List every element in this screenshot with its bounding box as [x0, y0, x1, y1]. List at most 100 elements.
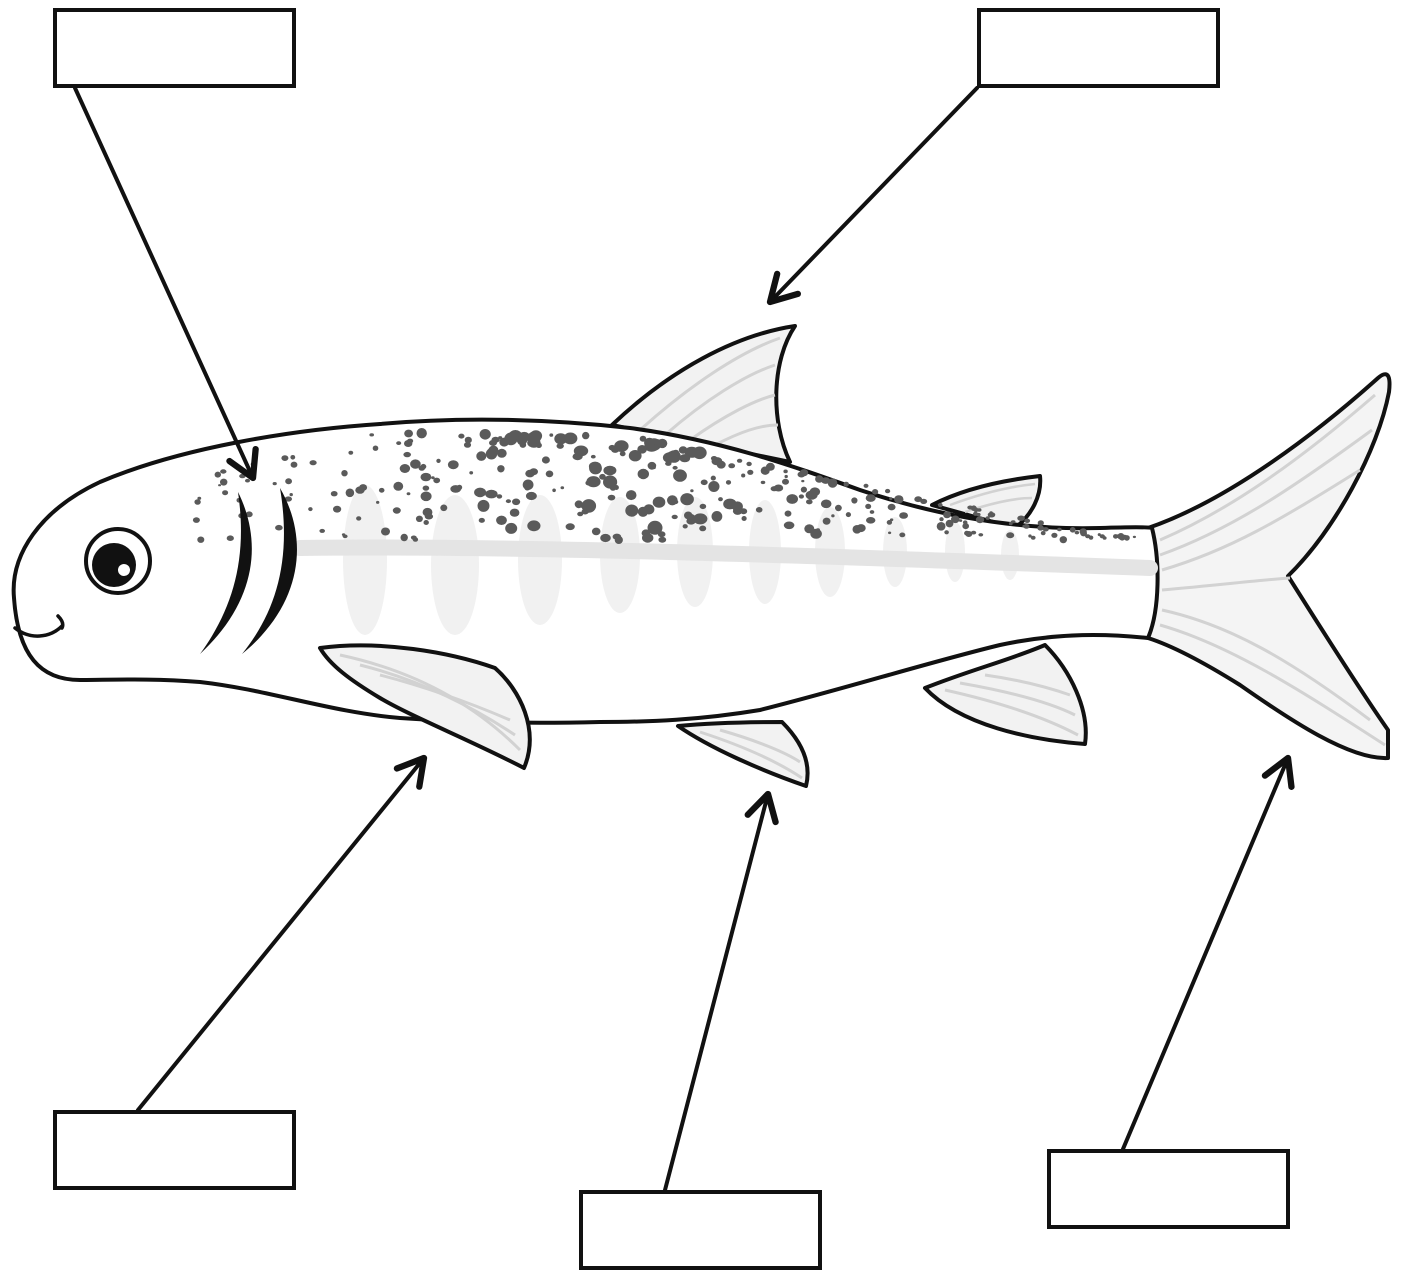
body-spot — [693, 513, 707, 524]
body-spot — [356, 516, 361, 520]
body-spot — [592, 528, 601, 536]
body-spot — [1011, 520, 1016, 523]
body-spot — [939, 517, 943, 521]
body-spot — [610, 485, 616, 490]
body-spot — [245, 479, 250, 483]
body-spot — [469, 471, 473, 474]
body-spot — [589, 462, 602, 474]
body-spot — [686, 518, 695, 525]
body-spot — [600, 534, 611, 542]
body-spot — [699, 526, 706, 532]
body-spot — [693, 447, 707, 460]
body-spot — [373, 446, 379, 451]
body-spot — [549, 433, 553, 436]
body-spot — [864, 484, 869, 488]
body-spot — [582, 432, 589, 439]
body-spot — [890, 518, 893, 521]
body-spot — [683, 524, 688, 528]
body-spot — [1080, 528, 1087, 535]
body-spot — [525, 470, 534, 478]
body-spot — [396, 441, 401, 445]
body-spot — [527, 432, 541, 444]
body-spot — [290, 455, 295, 460]
body-spot — [806, 499, 813, 504]
body-spot — [810, 487, 820, 496]
body-spot — [977, 508, 982, 511]
body-spot — [899, 533, 905, 538]
body-spot — [220, 469, 226, 473]
body-spot — [717, 461, 726, 469]
label-box-dorsal-fin[interactable] — [977, 8, 1220, 88]
body-spot — [672, 515, 678, 519]
body-spot — [381, 528, 390, 536]
body-spot — [644, 438, 655, 448]
body-spot — [1037, 525, 1044, 530]
body-spot — [220, 479, 227, 486]
body-spot — [512, 499, 520, 506]
body-spot — [801, 480, 804, 482]
body-spot — [251, 462, 256, 467]
body-spot — [614, 440, 628, 452]
body-spot — [857, 524, 866, 532]
body-spot — [804, 524, 814, 533]
body-spot — [642, 529, 651, 536]
body-spot — [436, 459, 440, 463]
body-spot — [766, 463, 775, 471]
body-spot — [290, 493, 293, 496]
body-spot — [1124, 535, 1130, 541]
body-spot — [424, 520, 429, 525]
body-spot — [1038, 520, 1044, 526]
body-spot — [197, 537, 204, 543]
body-spot — [747, 470, 753, 475]
arrow-caudal-fin — [1123, 758, 1288, 1149]
body-spot — [574, 446, 588, 457]
body-spot — [737, 459, 742, 463]
body-spot — [851, 497, 857, 503]
body-spot — [742, 516, 747, 521]
body-spot — [799, 494, 804, 498]
label-box-caudal-fin[interactable] — [1047, 1149, 1290, 1229]
body-spot — [870, 510, 875, 514]
body-spot — [648, 462, 657, 470]
body-spot — [786, 494, 798, 504]
body-spot — [1117, 533, 1124, 540]
body-spot — [227, 535, 234, 541]
body-spot — [393, 482, 403, 491]
body-spot — [423, 508, 433, 517]
body-spot — [517, 435, 527, 445]
eye — [86, 529, 150, 593]
body-spot — [761, 481, 766, 484]
body-spot — [989, 511, 992, 514]
label-box-gills[interactable] — [53, 8, 296, 88]
body-spot — [474, 488, 486, 498]
body-spot — [411, 536, 417, 540]
body-spot — [450, 485, 461, 493]
arrow-pelvic-fin — [665, 794, 768, 1190]
body-spot — [1075, 531, 1080, 535]
body-spot — [401, 534, 408, 541]
body-spot — [421, 492, 432, 502]
body-spot — [281, 455, 288, 461]
body-spot — [525, 487, 530, 491]
body-spot — [785, 475, 788, 478]
body-spot — [476, 451, 486, 461]
label-box-pelvic-fin[interactable] — [579, 1190, 822, 1270]
body-spot — [637, 445, 647, 454]
body-spot — [554, 433, 567, 444]
body-spot — [488, 490, 496, 498]
body-spot — [285, 478, 292, 484]
body-spot — [613, 534, 622, 540]
body-spot — [400, 464, 410, 473]
body-spot — [800, 469, 809, 476]
body-spot — [506, 499, 511, 503]
body-spot — [417, 428, 427, 438]
body-spot — [403, 452, 411, 457]
label-box-pectoral-fin[interactable] — [53, 1110, 296, 1190]
body-spot — [582, 499, 597, 513]
body-spot — [416, 516, 423, 522]
body-spot — [331, 491, 338, 496]
body-spot — [527, 520, 540, 531]
body-spot — [404, 440, 412, 447]
body-spot — [668, 450, 681, 463]
body-spot — [658, 537, 666, 543]
